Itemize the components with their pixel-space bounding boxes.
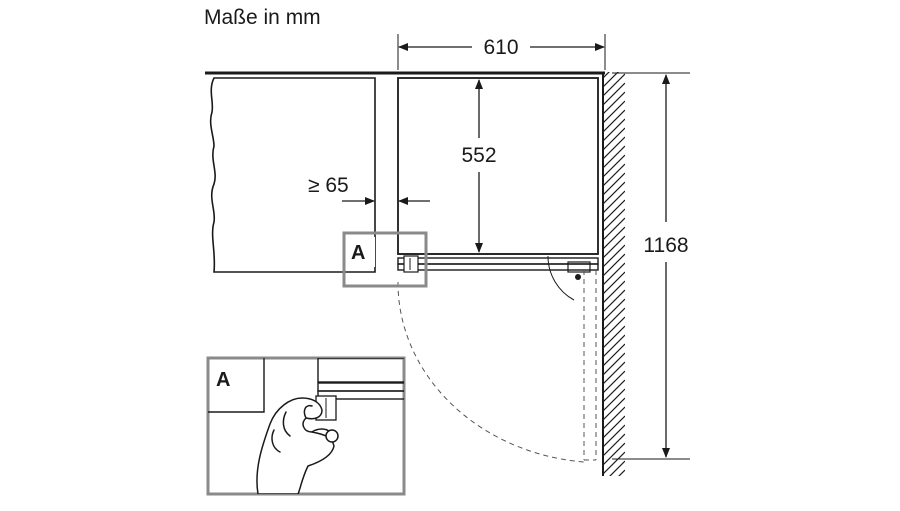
wall-hatch-line [603, 72, 619, 88]
wall-hatch-line [603, 352, 625, 376]
wall-hatch-line [603, 433, 625, 457]
wall-hatch-line [603, 235, 625, 259]
wall-hatch-line [603, 154, 625, 178]
wall-hatch-line [603, 145, 625, 169]
wall-hatch-line [603, 163, 625, 187]
wall [602, 38, 625, 476]
wall-hatch-line [603, 370, 625, 394]
wall-hatch-line [603, 190, 625, 214]
neighbour-cabinet [209, 77, 376, 273]
diagram-title: Maße in mm [204, 6, 321, 29]
wall-hatch-line [603, 72, 610, 79]
wall-hatch-line [603, 388, 625, 412]
depth-dimension: 552 [461, 79, 497, 253]
wall-hatch-line [603, 361, 625, 385]
wall-hatch-line [603, 397, 625, 421]
detail-marker-label: A [351, 242, 365, 264]
width-dimension-label: 610 [483, 36, 518, 59]
wall-hatch-line [603, 451, 625, 475]
wall-hatch-line [603, 280, 625, 304]
wall-hatch-line [603, 47, 625, 69]
wall-hatch-line [603, 289, 625, 313]
wall-hatch-line [603, 38, 625, 60]
wall-hatch-line [603, 379, 625, 403]
wall-hatch-line [603, 199, 625, 223]
wall-hatch-line [603, 109, 625, 133]
wall-hatch-line [603, 118, 625, 142]
wall-hatch-line [603, 217, 625, 241]
wall-hatch-line [603, 136, 625, 160]
wall-hatch-line [603, 226, 625, 250]
wall-hatch-line [603, 307, 625, 331]
wall-hatch-line [603, 127, 625, 151]
appliance-body [397, 77, 599, 255]
hand-illustration [256, 397, 339, 494]
wall-hatch-line [603, 406, 625, 430]
wall-hatch-line [603, 100, 625, 124]
appliance-door [397, 255, 599, 301]
wall-hatch-line [603, 325, 625, 349]
swing-dimension: 1168 [612, 72, 690, 460]
wall-hatch-line [603, 82, 625, 106]
door-swing-path [397, 270, 597, 463]
wall-hatch-line [603, 244, 625, 268]
wall-hatch-line [603, 271, 625, 295]
wall-hatch-line [603, 253, 625, 277]
wall-hatch-line [603, 442, 625, 466]
detail-marker-frame [342, 231, 428, 288]
clearance-dimension-label: ≥ 65 [308, 174, 349, 197]
clearance-dimension: ≥ 65 [308, 174, 430, 205]
width-dimension: 610 [397, 34, 606, 70]
wall-hatch-line [603, 172, 625, 196]
wall-hatch-line [603, 181, 625, 205]
wall-hatch-line [603, 208, 625, 232]
wall-hatch-line [603, 91, 625, 115]
depth-dimension-label: 552 [461, 144, 496, 167]
wall-hatch-line [603, 424, 625, 448]
swing-dimension-label: 1168 [643, 234, 688, 257]
wall-hatch-line [603, 298, 625, 322]
wall-hatch-line [603, 415, 625, 439]
wall-hatch-line [603, 262, 625, 286]
wall-hatch-line [603, 73, 625, 97]
detail-inset-label: A [216, 369, 230, 391]
wall-hatch-line [609, 460, 625, 476]
detail-inset: A [206, 356, 406, 496]
wall-hatch-line [603, 334, 625, 358]
wall-hatch-line [618, 469, 625, 476]
wall-hatch-line [603, 343, 625, 367]
wall-hatch-line [603, 316, 625, 340]
